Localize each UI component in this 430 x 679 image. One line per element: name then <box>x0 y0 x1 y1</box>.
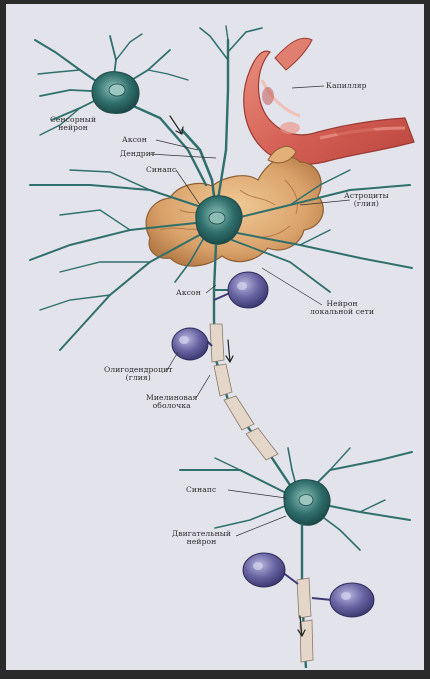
label-synapse-bottom: Синапс <box>186 486 216 494</box>
label-oligodendrocyte-line2: (глия) <box>104 374 173 382</box>
label-oligodendrocyte: Олигодендроцит (глия) <box>104 366 173 383</box>
label-dendrite: Дендрит <box>120 150 155 158</box>
label-synapse-top: Синапс <box>146 166 176 174</box>
label-sensory-neuron: Сенсорный нейрон <box>50 116 96 133</box>
label-capillary: Капилляр <box>326 82 367 90</box>
label-local-neuron-line2: локальной сети <box>310 308 374 316</box>
label-axon-middle: Аксон <box>176 289 201 297</box>
label-astrocytes-line2: (глия) <box>344 200 389 208</box>
label-motor-neuron-line2: нейрон <box>172 538 231 546</box>
label-astrocytes: Астроциты (глия) <box>344 192 389 209</box>
label-sensory-neuron-line2: нейрон <box>50 124 96 132</box>
label-local-neuron: Нейрон локальной сети <box>310 300 374 317</box>
label-motor-neuron: Двигательный нейрон <box>172 530 231 547</box>
label-axon-top: Аксон <box>122 136 147 144</box>
label-myelin-sheath-line2: оболочка <box>146 402 197 410</box>
label-myelin-sheath: Миелиновая оболочка <box>146 394 197 411</box>
